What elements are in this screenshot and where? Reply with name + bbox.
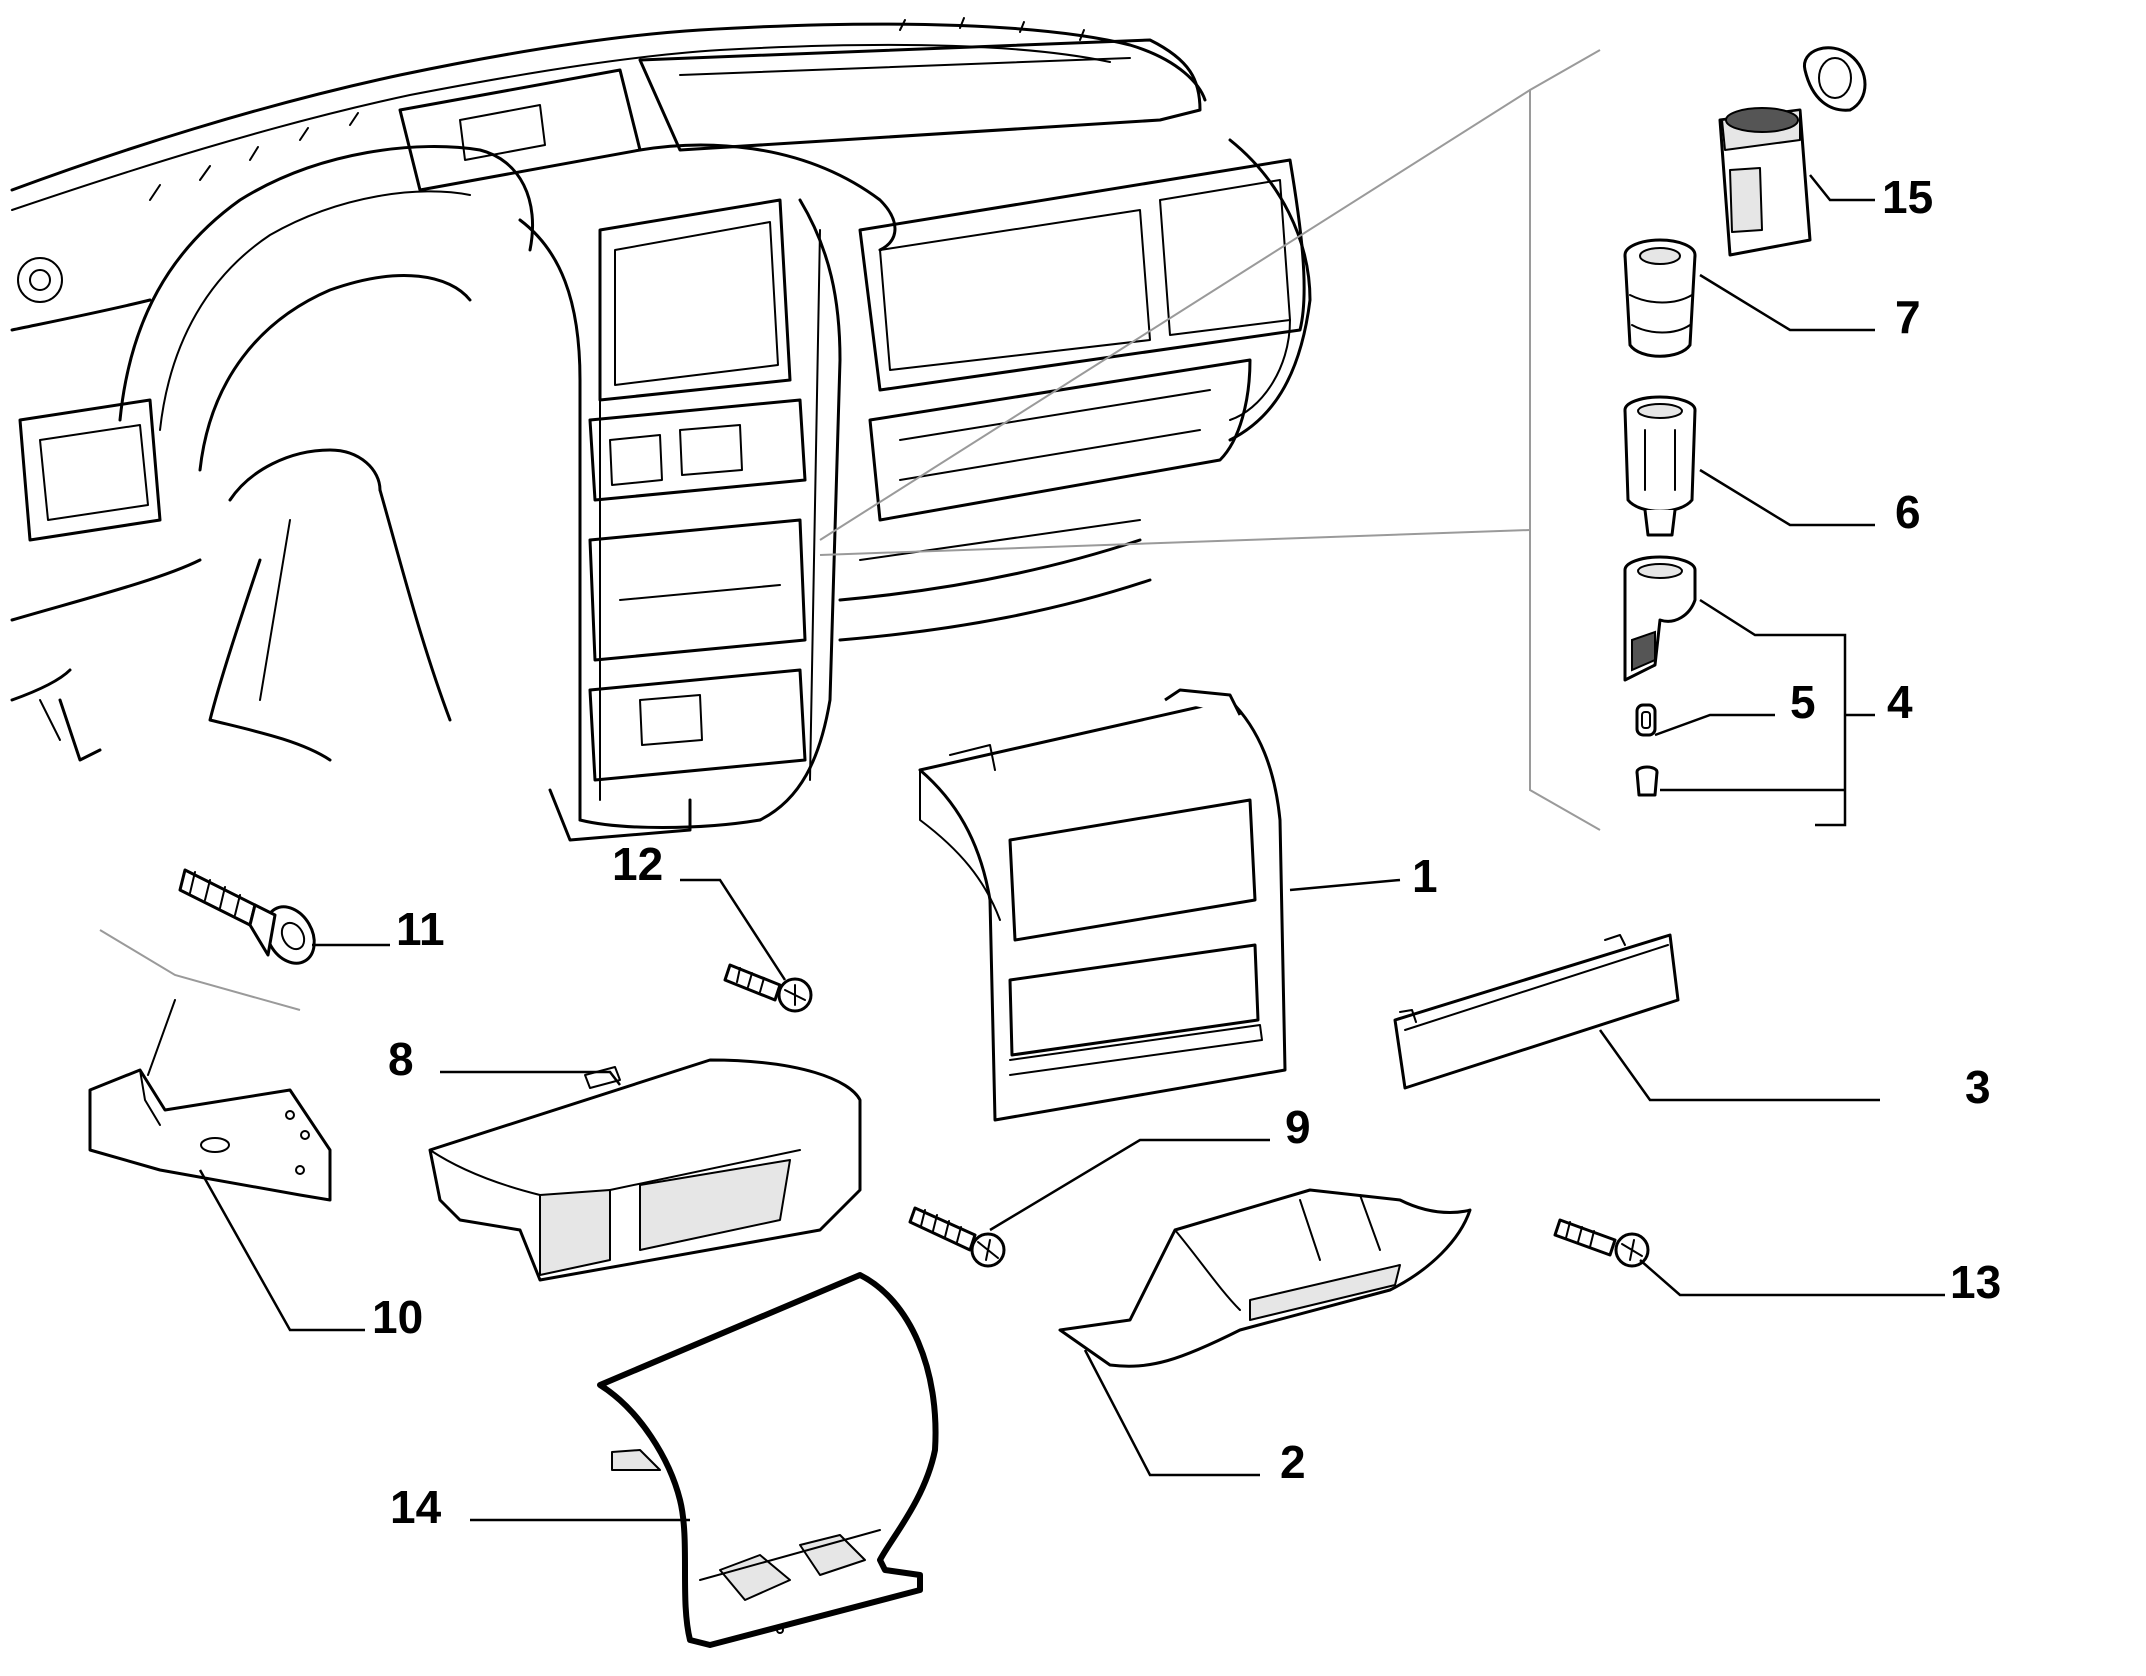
callout-14: 14 <box>390 1481 442 1533</box>
callout-5: 5 <box>1790 676 1816 728</box>
leader-1 <box>1289 878 1401 892</box>
part-6-socket-housing <box>1623 395 1697 537</box>
leader-10 <box>198 1169 365 1332</box>
part-3-trim-strip <box>1393 933 1680 1090</box>
part-10-bracket <box>88 929 332 1202</box>
leader-7 <box>1699 273 1875 332</box>
part-2-glovebox-lower <box>1058 1188 1472 1368</box>
callout-4: 4 <box>1887 676 1913 728</box>
callout-15: 15 <box>1882 171 1933 223</box>
leader-8 <box>440 1070 621 1086</box>
leader-2 <box>1083 1349 1260 1477</box>
leader-lines <box>198 174 1945 1522</box>
part-8-storage-tray <box>428 1058 862 1282</box>
callout-10: 10 <box>372 1291 423 1343</box>
part-1-centre-bezel <box>918 688 1287 1122</box>
part-12-screw <box>723 963 813 1013</box>
leader-15 <box>1809 174 1875 202</box>
leader-13 <box>1639 1259 1945 1297</box>
part-14-lower-console-cover <box>597 1272 939 1648</box>
leader-4-bracket <box>1699 598 1847 827</box>
callout-3: 3 <box>1965 1061 1991 1113</box>
part-13-screw <box>1553 1218 1650 1268</box>
part-11-bolt <box>178 868 316 965</box>
callout-12: 12 <box>612 838 663 890</box>
callout-13: 13 <box>1950 1256 2001 1308</box>
callout-6: 6 <box>1895 486 1921 538</box>
leader-6 <box>1699 468 1875 527</box>
inset-box <box>1529 49 1601 831</box>
part-4-bulb-holder <box>1635 765 1659 797</box>
callout-7: 7 <box>1895 291 1921 343</box>
leader-5 <box>1654 713 1775 737</box>
callout-2: 2 <box>1280 1436 1306 1488</box>
leader-12 <box>680 878 787 981</box>
callout-labels: 15 7 6 5 4 1 12 11 3 8 9 10 13 2 14 <box>372 171 2001 1533</box>
callout-8: 8 <box>388 1033 414 1085</box>
callout-9: 9 <box>1285 1101 1311 1153</box>
dashboard-assembly <box>10 17 1531 842</box>
part-9-screw <box>908 1206 1006 1268</box>
leader-3 <box>1598 1029 1880 1102</box>
part-4-socket-bracket <box>1623 555 1697 682</box>
leader-9 <box>989 1138 1270 1232</box>
part-7-lighter <box>1623 238 1697 358</box>
callout-1: 1 <box>1412 850 1438 902</box>
callout-11: 11 <box>396 903 445 955</box>
part-5-clip <box>1635 703 1657 737</box>
part-15-power-socket <box>1718 46 1867 257</box>
